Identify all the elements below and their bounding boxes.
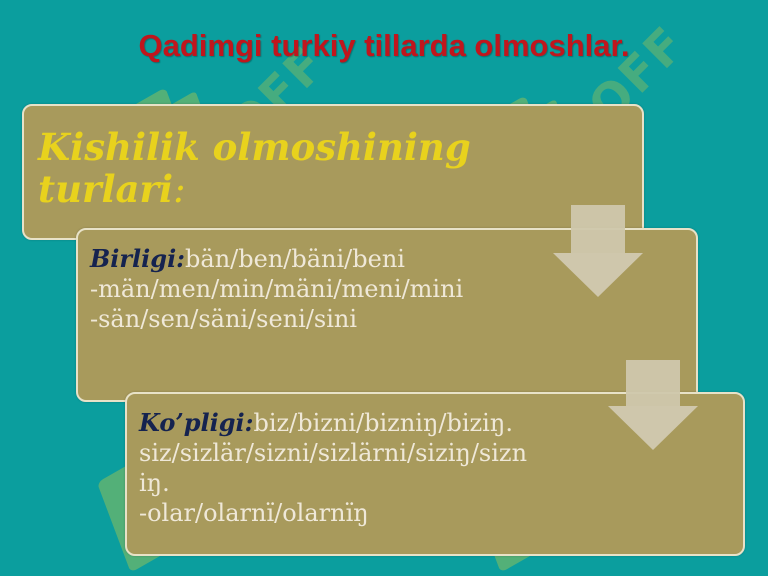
pronoun-types-box: Kishilik olmoshining turlari:: [22, 104, 644, 240]
arrow-head: [608, 406, 698, 450]
singular-line-2: -män/men/min/mäni/meni/mini: [90, 275, 464, 303]
plural-line-1: biz/bizni/bizniŋ/biziŋ.: [253, 409, 513, 437]
heading-line-1: Kishilik olmoshining: [38, 125, 471, 169]
heading-colon: :: [173, 168, 186, 211]
arrow-stem: [571, 205, 625, 253]
singular-label: Birligi:: [90, 244, 186, 273]
singular-line-1: bän/ben/bäni/beni: [185, 245, 405, 273]
arrow-stem: [626, 360, 680, 406]
heading-line-2: turlari: [38, 167, 174, 211]
plural-line-2: siz/sizlär/sizni/sizlärni/siziŋ/sizn: [139, 439, 528, 467]
plural-line-4: -olar/olarnï/olarnïŋ: [139, 499, 369, 527]
plural-content: Ko’pligi:biz/bizni/bizniŋ/biziŋ. siz/siz…: [139, 408, 589, 528]
plural-line-3: iŋ.: [139, 469, 170, 497]
arrow-head: [553, 253, 643, 297]
slide-title: Qadimgi turkiy tillarda olmoshlar.: [138, 28, 630, 63]
plural-label: Ko’pligi:: [139, 408, 254, 437]
pronoun-types-heading: Kishilik olmoshining turlari:: [38, 126, 508, 211]
plural-box: Ko’pligi:biz/bizni/bizniŋ/biziŋ. siz/siz…: [125, 392, 745, 556]
singular-line-3: -sän/sen/säni/seni/sini: [90, 305, 358, 333]
singular-content: Birligi:bän/ben/bäni/beni -män/men/min/m…: [90, 244, 550, 334]
